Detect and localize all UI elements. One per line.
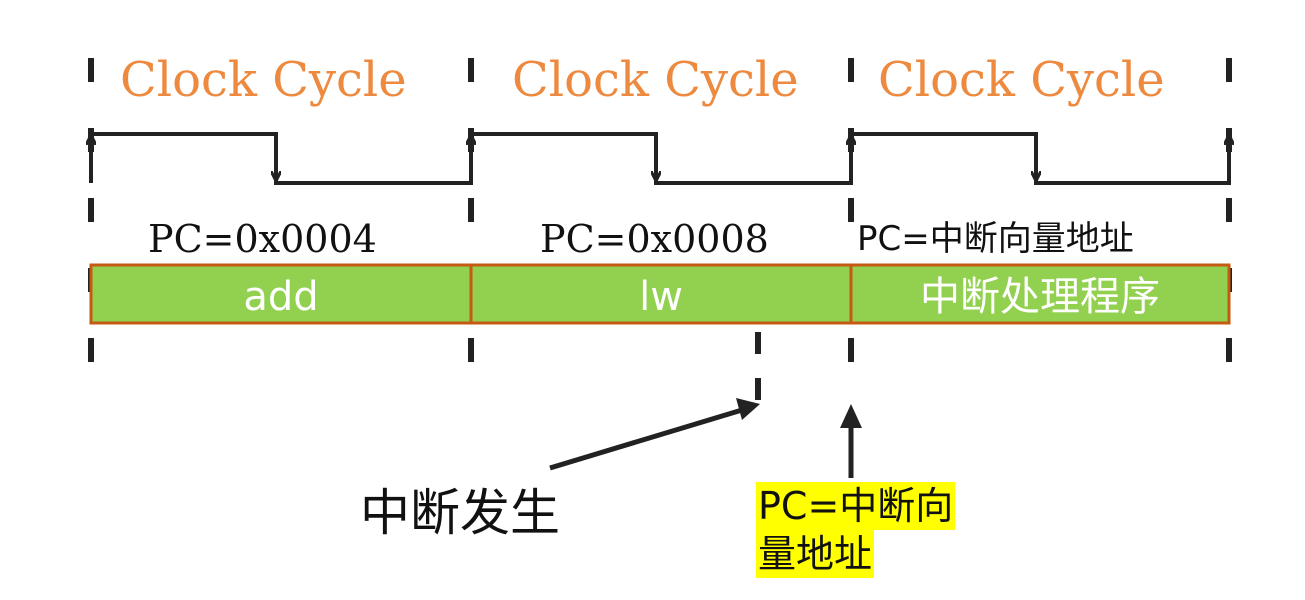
instruction-label-handler: 中断处理程序 (920, 274, 1160, 320)
clock-wave-1 (89, 132, 1231, 185)
instruction-bar-segment-1 (89, 263, 473, 325)
instruction-bar-segment-2 (469, 263, 853, 325)
pc-update-arrow (840, 404, 862, 478)
instruction-label-lw: lw (639, 274, 683, 320)
interrupt-occurs-label: 中断发生 (360, 484, 560, 542)
clock-waveform (89, 132, 1231, 185)
pc-interrupt-vector-note: PC=中断向 量地址 (756, 482, 956, 578)
pc-label-2: PC=0x0008 (540, 217, 769, 261)
instruction-bar-segment-3 (849, 263, 1231, 325)
pc-note-line-1: PC=中断向 (756, 482, 956, 530)
cycle-label-3: Clock Cycle (878, 52, 1165, 108)
pc-label-1: PC=0x0004 (148, 217, 377, 261)
pc-label-3: PC=中断向量地址 (857, 219, 1134, 259)
pc-note-line-2: 量地址 (756, 530, 875, 578)
instruction-bar: add lw 中断处理程序 (89, 263, 1231, 325)
interrupt-arrow (549, 398, 760, 471)
instruction-label-add: add (243, 274, 318, 320)
cycle-label-1: Clock Cycle (120, 52, 407, 108)
cycle-label-2: Clock Cycle (512, 52, 799, 108)
